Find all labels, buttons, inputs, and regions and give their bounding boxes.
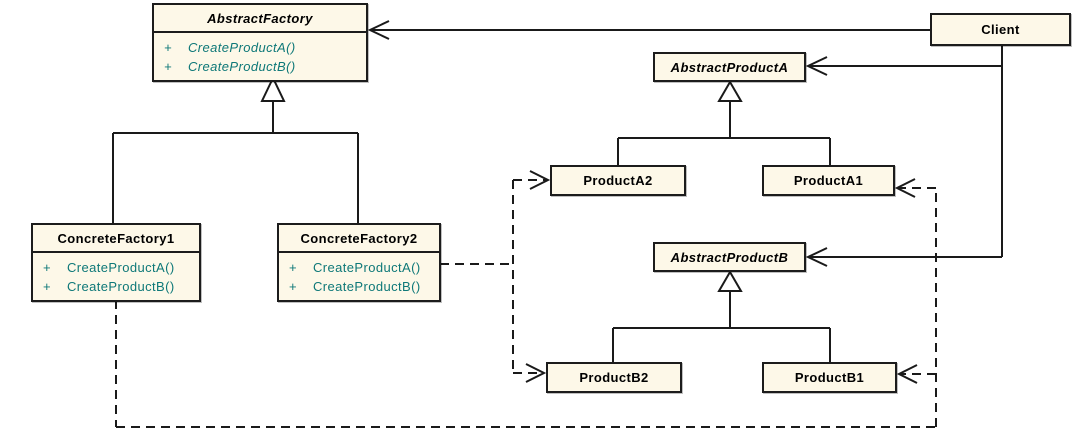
hollow-triangle-icon: [260, 75, 286, 102]
method-name: CreateProductB(): [188, 59, 296, 74]
class-box-product-a2: ProductA2: [550, 165, 686, 196]
class-title: AbstractFactory: [207, 11, 313, 26]
visibility-symbol: +: [164, 40, 172, 55]
method-name: CreateProductA(): [188, 40, 296, 55]
class-title: ProductA2: [583, 173, 653, 188]
class-box-client: Client: [930, 13, 1071, 46]
method-name: CreateProductA(): [67, 260, 175, 275]
method-row: + CreateProductA(): [43, 258, 193, 277]
open-arrowhead-icon: [805, 56, 828, 76]
class-box-abstract-factory: AbstractFactory + CreateProductA() + Cre…: [152, 3, 368, 82]
method-row: + CreateProductB(): [43, 277, 193, 296]
method-row: + CreateProductA(): [164, 38, 360, 57]
class-box-product-b2: ProductB2: [546, 362, 682, 393]
class-box-product-b1: ProductB1: [762, 362, 897, 393]
hollow-triangle-icon: [717, 80, 743, 102]
visibility-symbol: +: [43, 279, 51, 294]
class-box-concrete-factory-2: ConcreteFactory2 + CreateProductA() + Cr…: [277, 223, 441, 302]
class-methods: + CreateProductA() + CreateProductB(): [279, 251, 439, 300]
class-title: AbstractProductA: [670, 59, 789, 75]
class-title: ConcreteFactory2: [300, 231, 418, 246]
class-title: ConcreteFactory1: [57, 231, 175, 246]
class-title: AbstractProductB: [670, 249, 789, 265]
open-arrowhead-icon: [367, 20, 390, 40]
open-arrowhead-icon: [805, 247, 828, 267]
method-row: + CreateProductA(): [289, 258, 433, 277]
visibility-symbol: +: [289, 279, 297, 294]
hollow-triangle-icon: [717, 270, 743, 292]
method-row: + CreateProductB(): [164, 57, 360, 76]
class-title: ProductB1: [794, 370, 865, 385]
visibility-symbol: +: [164, 59, 172, 74]
class-box-abstract-product-a: AbstractProductA: [653, 52, 806, 82]
open-arrowhead-icon: [529, 170, 551, 190]
class-title: Client: [981, 22, 1020, 37]
open-arrowhead-icon: [894, 178, 916, 198]
class-box-abstract-product-b: AbstractProductB: [653, 242, 806, 272]
open-arrowhead-icon: [896, 364, 918, 384]
method-row: + CreateProductB(): [289, 277, 433, 296]
class-methods: + CreateProductA() + CreateProductB(): [154, 31, 366, 80]
method-name: CreateProductB(): [313, 279, 421, 294]
visibility-symbol: +: [43, 260, 51, 275]
method-name: CreateProductA(): [313, 260, 421, 275]
method-name: CreateProductB(): [67, 279, 175, 294]
class-box-concrete-factory-1: ConcreteFactory1 + CreateProductA() + Cr…: [31, 223, 201, 302]
open-arrowhead-icon: [525, 363, 547, 383]
class-box-product-a1: ProductA1: [762, 165, 895, 196]
class-title: ProductB2: [579, 370, 649, 385]
class-methods: + CreateProductA() + CreateProductB(): [33, 251, 199, 300]
visibility-symbol: +: [289, 260, 297, 275]
class-title: ProductA1: [793, 173, 864, 188]
